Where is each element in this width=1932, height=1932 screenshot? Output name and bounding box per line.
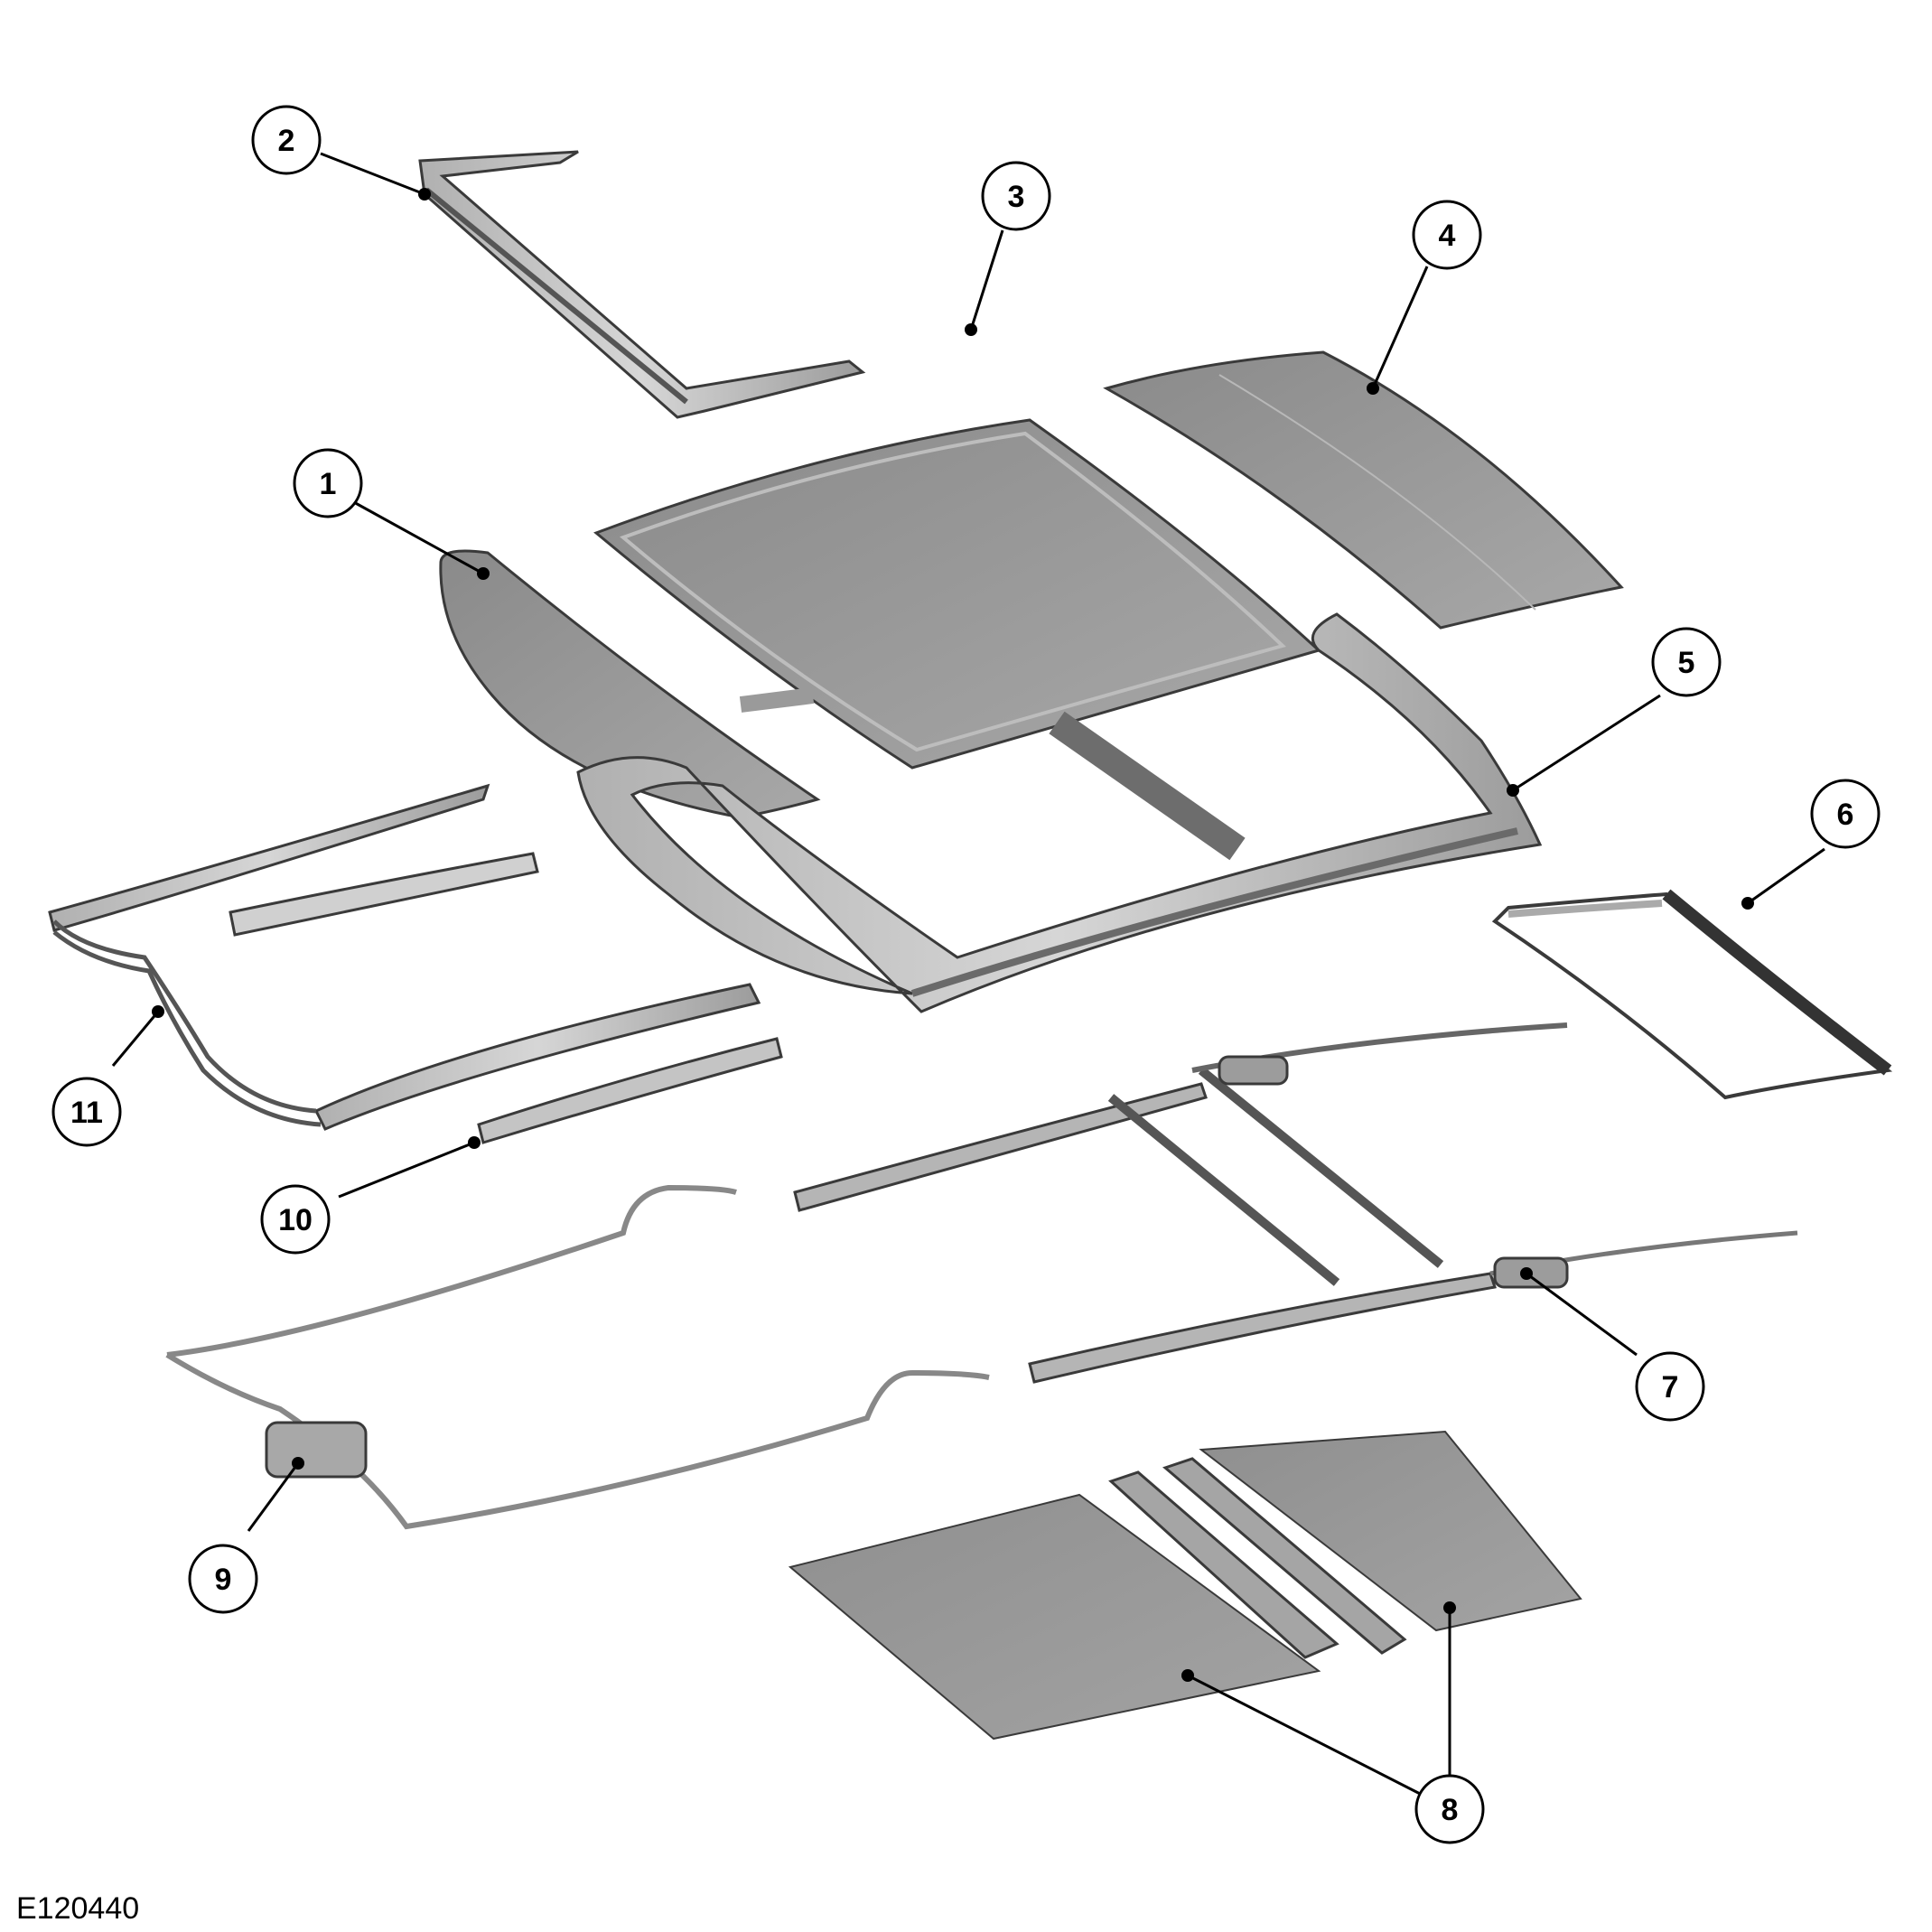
leader-5 <box>1512 694 1661 792</box>
part-8-sunblinds <box>788 1430 1582 1741</box>
callout-1: 1 <box>293 448 363 518</box>
svg-text:3: 3 <box>1008 180 1025 214</box>
part-4-rear-glass-panel <box>1103 350 1624 630</box>
part-9-drive-cable-and-motor <box>165 1184 990 1530</box>
callout-3: 3 <box>981 161 1051 231</box>
leader-4 <box>1371 266 1429 389</box>
leader-9 <box>247 1462 300 1532</box>
leader-lines <box>111 152 1825 1799</box>
svg-text:7: 7 <box>1662 1370 1679 1405</box>
leader-2 <box>320 152 425 196</box>
leader-7 <box>1526 1272 1638 1357</box>
callout-4: 4 <box>1412 200 1482 270</box>
callout-6: 6 <box>1810 779 1881 849</box>
svg-text:8: 8 <box>1442 1793 1459 1827</box>
svg-text:1: 1 <box>320 467 337 501</box>
leader-10 <box>338 1141 475 1199</box>
svg-text:10: 10 <box>278 1203 313 1237</box>
leader-11 <box>111 1011 160 1067</box>
svg-text:2: 2 <box>278 124 295 158</box>
svg-text:9: 9 <box>215 1563 232 1597</box>
part-7-rail-and-motor-assembly <box>793 1022 1798 1384</box>
leader-3 <box>969 229 1004 331</box>
callout-7: 7 <box>1635 1351 1705 1422</box>
callout-9: 9 <box>188 1544 258 1614</box>
part-6-blind-frame <box>1491 889 1893 1100</box>
callout-10: 10 <box>260 1184 331 1255</box>
figure-id-label: E120440 <box>16 1891 140 1926</box>
callout-2: 2 <box>251 105 322 175</box>
part-2-frame-bracket <box>418 150 866 419</box>
callout-11: 11 <box>51 1077 122 1147</box>
svg-text:5: 5 <box>1678 646 1695 680</box>
svg-text:4: 4 <box>1439 219 1456 253</box>
svg-text:11: 11 <box>70 1096 103 1130</box>
callout-5: 5 <box>1651 627 1722 697</box>
leader-6 <box>1747 847 1825 905</box>
leader-dots <box>152 188 1754 1682</box>
part-11-left-rail-and-drain <box>48 783 761 1131</box>
part-1-deflector-panel <box>439 549 821 819</box>
leader-8a <box>1187 1674 1428 1799</box>
leader-1 <box>351 499 484 575</box>
callout-8: 8 <box>1414 1774 1485 1844</box>
part-3-front-glass-panel <box>593 418 1321 770</box>
svg-text:6: 6 <box>1837 798 1854 832</box>
part-10-rail-guides <box>229 852 783 1144</box>
part-5-roof-frame <box>576 612 1543 1013</box>
